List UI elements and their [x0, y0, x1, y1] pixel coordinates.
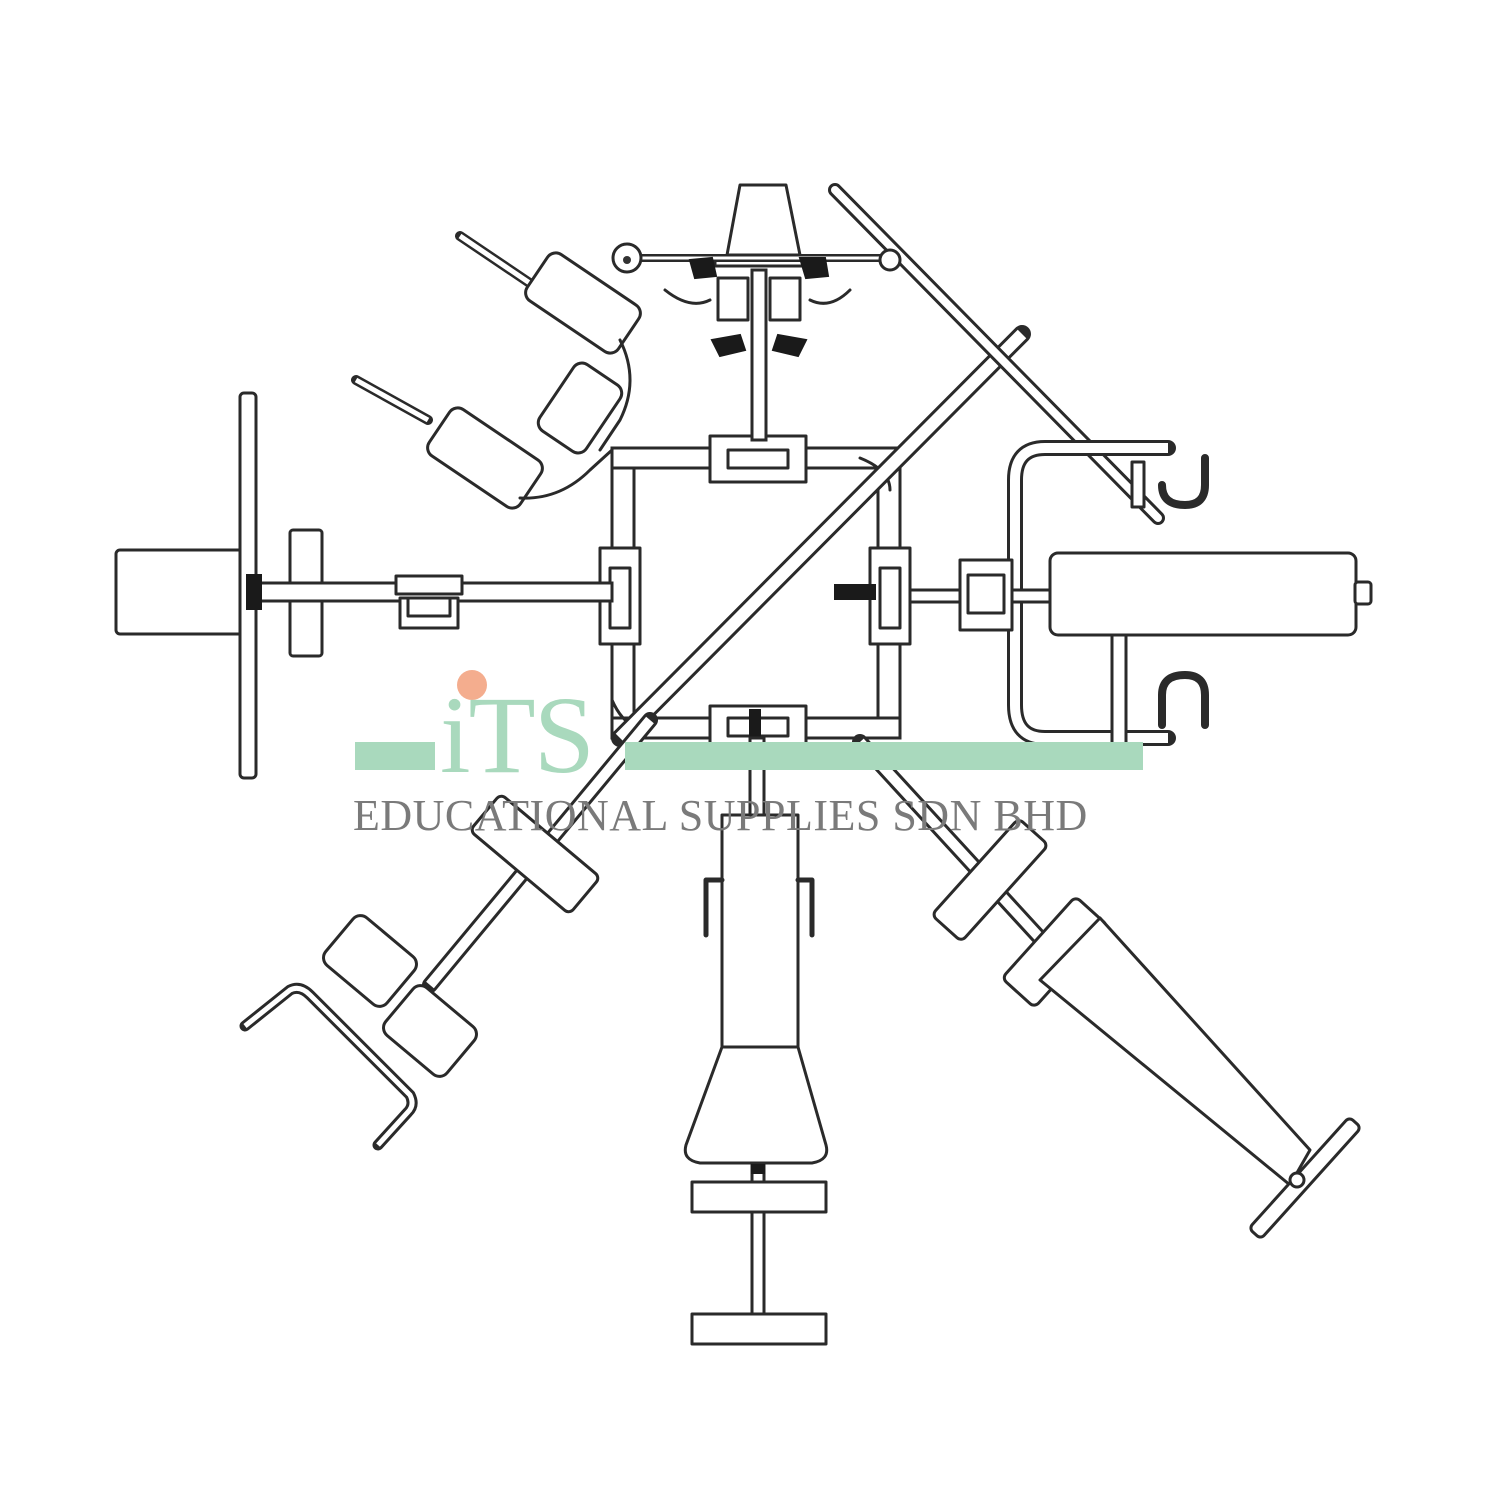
diagonal-bar: [611, 325, 1031, 747]
watermark-logo-dot: [457, 670, 487, 700]
leg-extension-station: [239, 712, 658, 1151]
press-arm-station: [114, 391, 614, 780]
watermark-company-name: EDUCATIONAL SUPPLIES SDN BHD: [353, 791, 1088, 840]
watermark-right-bar: [625, 742, 1143, 770]
watermark-logo: iTS: [440, 674, 595, 796]
lat-pulldown-bar: [828, 183, 1165, 525]
preacher-curl-station: [834, 440, 1373, 747]
watermark-left-bar: [355, 742, 435, 770]
leg-developer-station: [351, 231, 642, 510]
flat-bench: [683, 736, 829, 1346]
pec-deck-station: [611, 183, 884, 442]
central-frame: [598, 434, 912, 754]
incline-bench: [852, 734, 1361, 1239]
